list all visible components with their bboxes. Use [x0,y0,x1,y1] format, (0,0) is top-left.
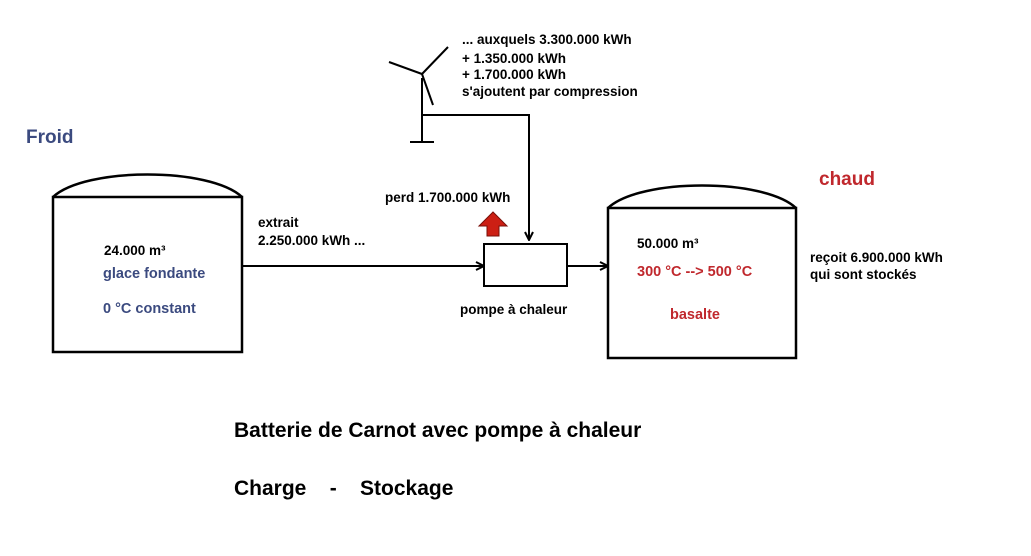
received-label-2: qui sont stockés [810,267,917,282]
hot-tank-dome [607,184,797,209]
cold-tank-temperature: 0 °C constant [103,301,196,317]
wind-turbine-icon [388,46,449,143]
extraction-label-2: 2.250.000 kWh ... [258,233,365,248]
wind-label-3: + 1.700.000 kWh [462,67,566,82]
heat-loss-label: perd 1.700.000 kWh [385,190,510,205]
hot-tank-body [606,206,798,360]
hot-tank-volume: 50.000 m³ [637,236,699,251]
received-label-1: reçoit 6.900.000 kWh [810,250,943,265]
hot-tank-temperature: 300 °C --> 500 °C [637,264,753,280]
diagram-subtitle: Charge - Stockage [234,477,453,500]
cold-tank [51,173,244,354]
cold-tank-volume: 24.000 m³ [104,243,166,258]
extraction-label-1: extrait [258,215,299,230]
wind-power-line [422,114,529,240]
hot-tank-material: basalte [670,307,720,323]
wind-label-2: + 1.350.000 kWh [462,51,566,66]
cold-tank-material: glace fondante [103,266,205,282]
cold-tank-dome [52,173,243,198]
hot-tank [606,184,798,360]
wind-label-4: s'ajoutent par compression [462,84,638,99]
cold-heading: Froid [26,127,74,148]
wind-label-1: ... auxquels 3.300.000 kWh [462,32,632,47]
heat-pump-label: pompe à chaleur [460,302,568,317]
cold-tank-body [51,195,244,354]
diagram-title: Batterie de Carnot avec pompe à chaleur [234,419,641,442]
hot-heading: chaud [819,169,875,190]
heat-loss-arrow-icon [477,211,509,237]
heat-pump-box [483,243,568,287]
